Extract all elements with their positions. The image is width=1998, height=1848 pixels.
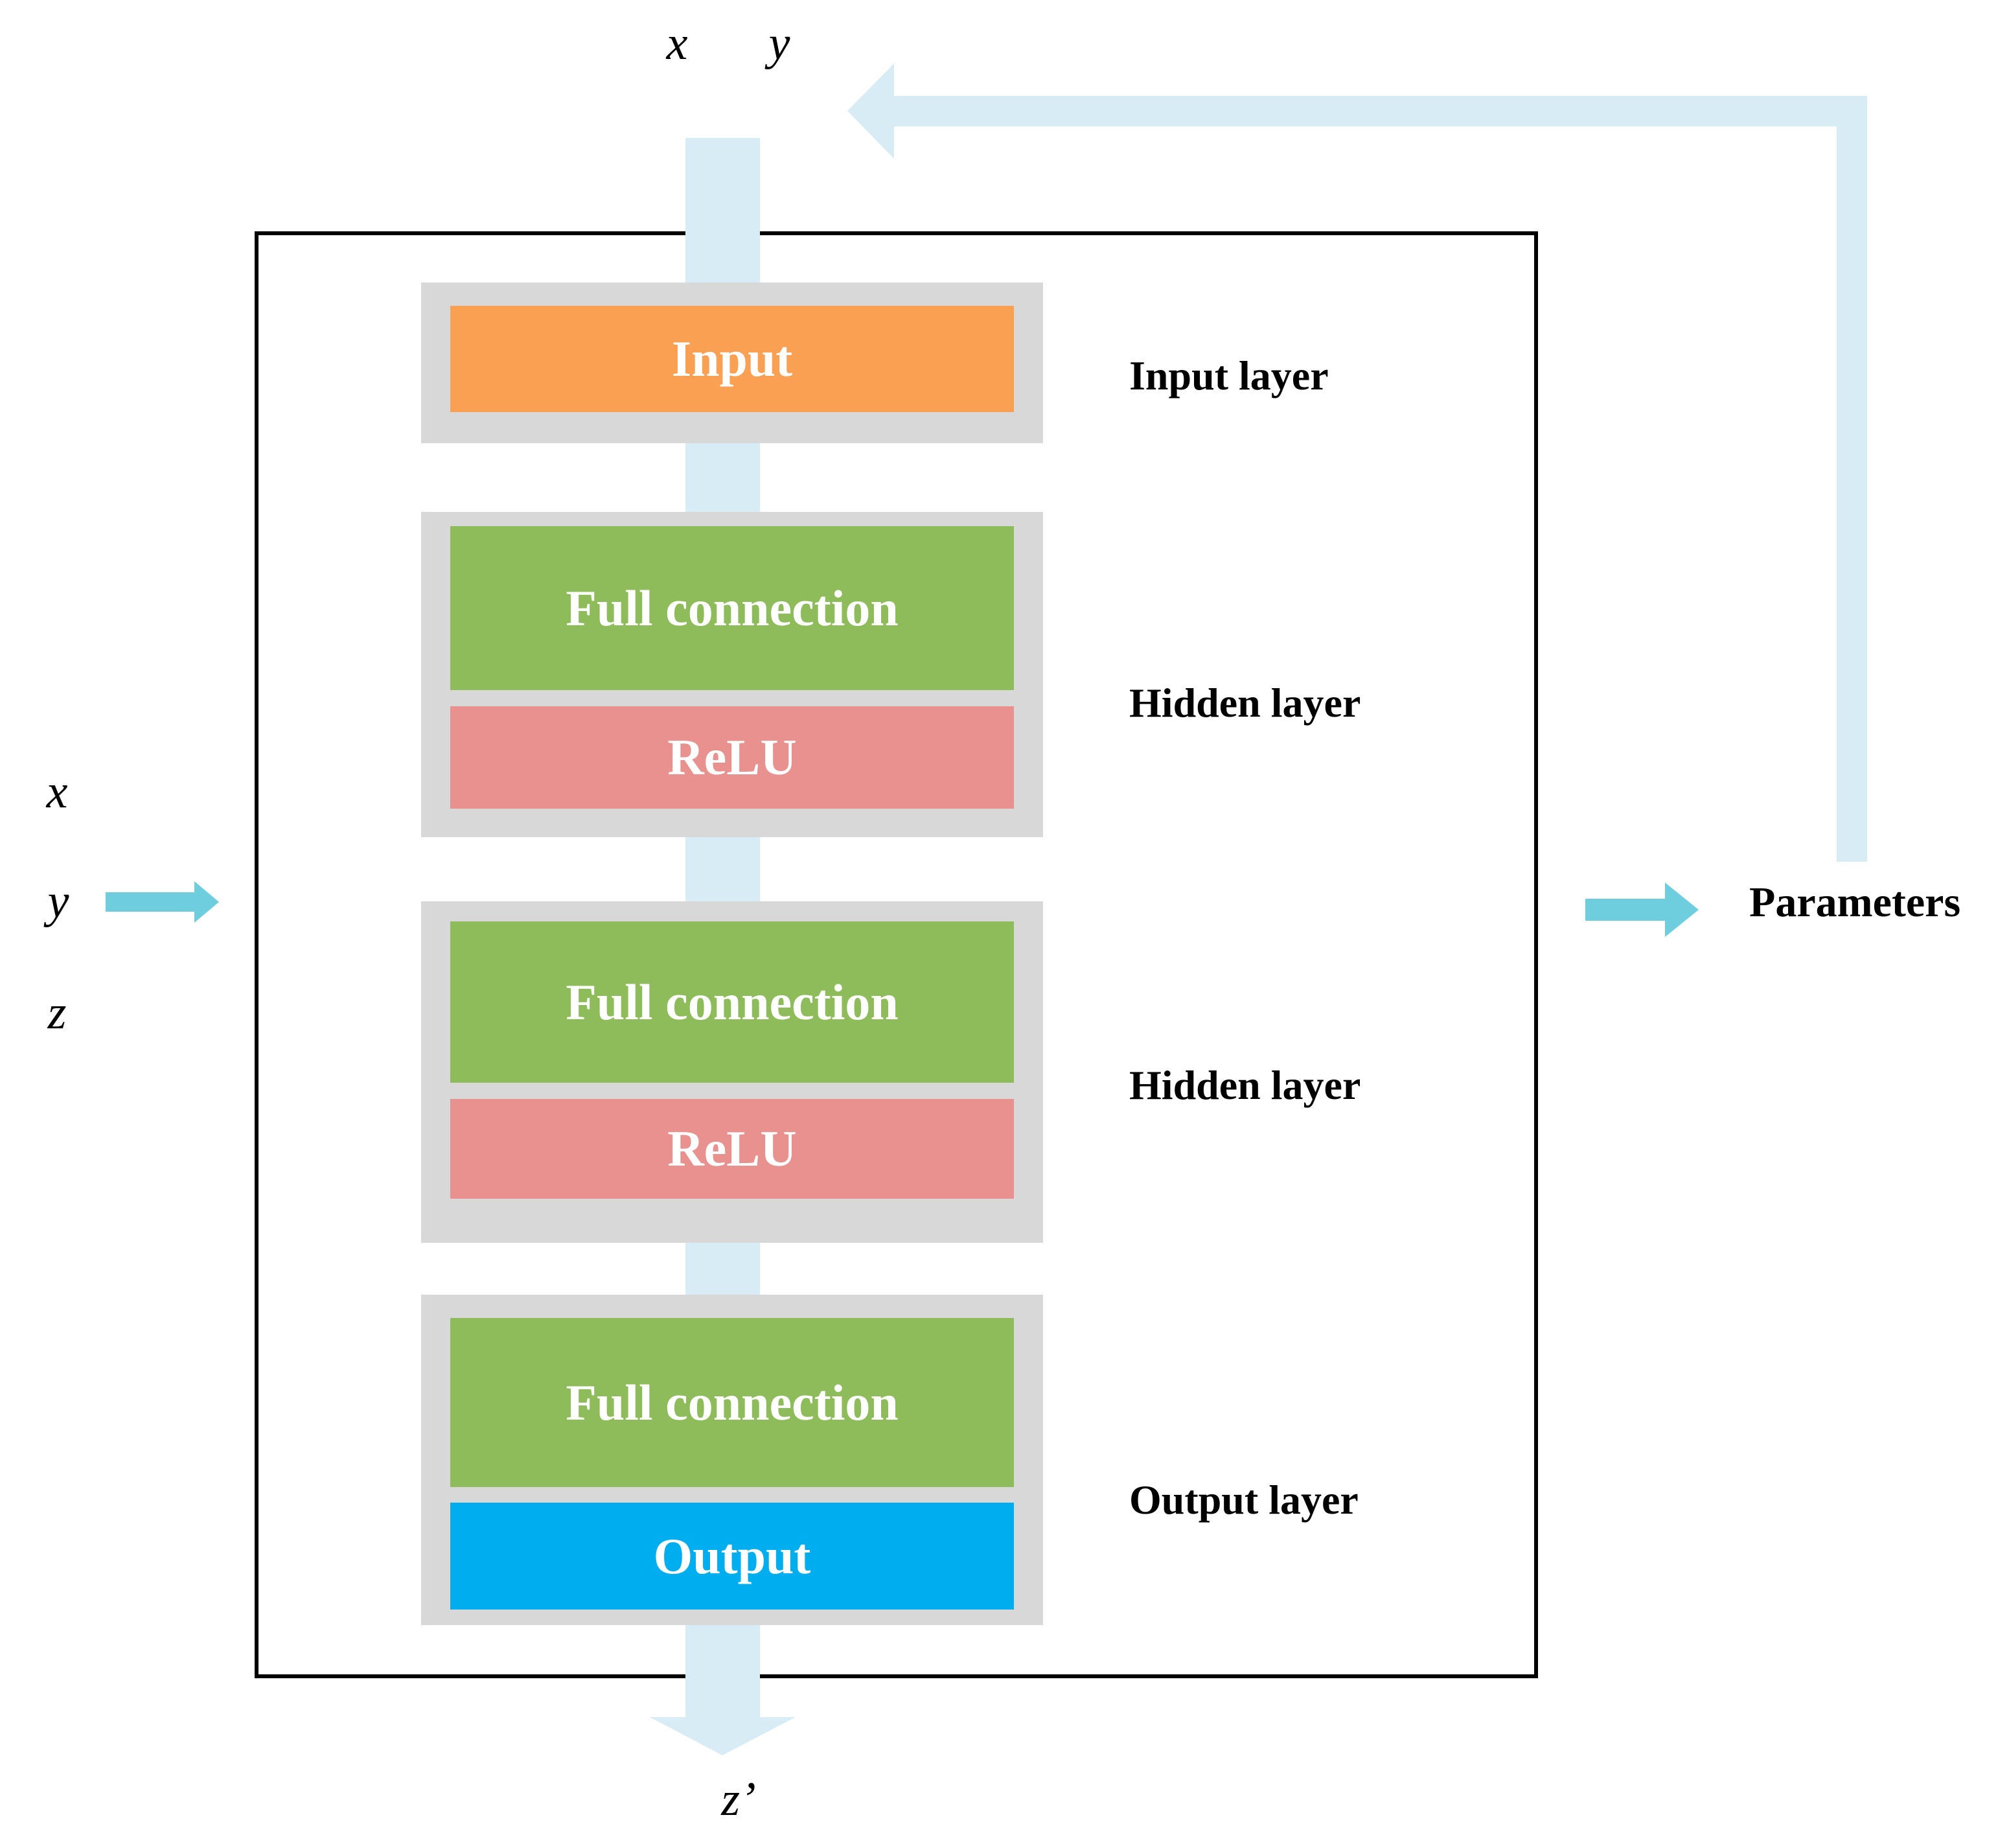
- flow-arrowhead-down-icon: [650, 1717, 796, 1755]
- input-layer-block: Input: [421, 283, 1043, 443]
- top-input-y-label: y: [768, 17, 790, 70]
- full-connection-box-3: Full connection: [450, 1318, 1014, 1487]
- input-box: Input: [450, 306, 1014, 412]
- left-input-y-label: y: [47, 875, 69, 928]
- input-arrow-right-icon: [106, 881, 219, 923]
- relu-label: ReLU: [667, 729, 797, 785]
- relu-box-2: ReLU: [450, 1099, 1014, 1199]
- output-layer-label: Output layer: [1129, 1477, 1359, 1523]
- full-connection-label: Full connection: [566, 1374, 899, 1431]
- input-box-label: Input: [671, 330, 793, 387]
- full-connection-box-1: Full connection: [450, 526, 1014, 690]
- output-layer-block: Full connection Output: [421, 1295, 1043, 1625]
- left-input-x-label: x: [46, 765, 68, 818]
- relu-label: ReLU: [667, 1120, 797, 1177]
- full-connection-box-2: Full connection: [450, 921, 1014, 1083]
- output-z-prime-label: z’: [721, 1773, 756, 1826]
- relu-box-1: ReLU: [450, 706, 1014, 809]
- feedback-arrow-vertical: [1837, 96, 1867, 862]
- top-input-x-label: x: [666, 17, 688, 70]
- hidden-layer-1-block: Full connection ReLU: [421, 512, 1043, 837]
- output-box-label: Output: [653, 1527, 811, 1584]
- full-connection-label: Full connection: [566, 579, 899, 636]
- hidden-layer-1-label: Hidden layer: [1129, 680, 1361, 726]
- hidden-layer-2-label: Hidden layer: [1129, 1062, 1361, 1108]
- feedback-arrowhead-left-icon: [847, 64, 894, 159]
- parameters-label: Parameters: [1749, 879, 1961, 926]
- feedback-arrow-horizontal: [894, 96, 1867, 126]
- output-box: Output: [450, 1503, 1014, 1610]
- left-input-z-label: z: [47, 986, 67, 1039]
- full-connection-label: Full connection: [566, 973, 899, 1030]
- hidden-layer-2-block: Full connection ReLU: [421, 901, 1043, 1243]
- network-boundary-box: [255, 231, 1538, 1678]
- input-layer-label: Input layer: [1129, 352, 1329, 398]
- parameters-arrow-right-icon: [1585, 883, 1699, 937]
